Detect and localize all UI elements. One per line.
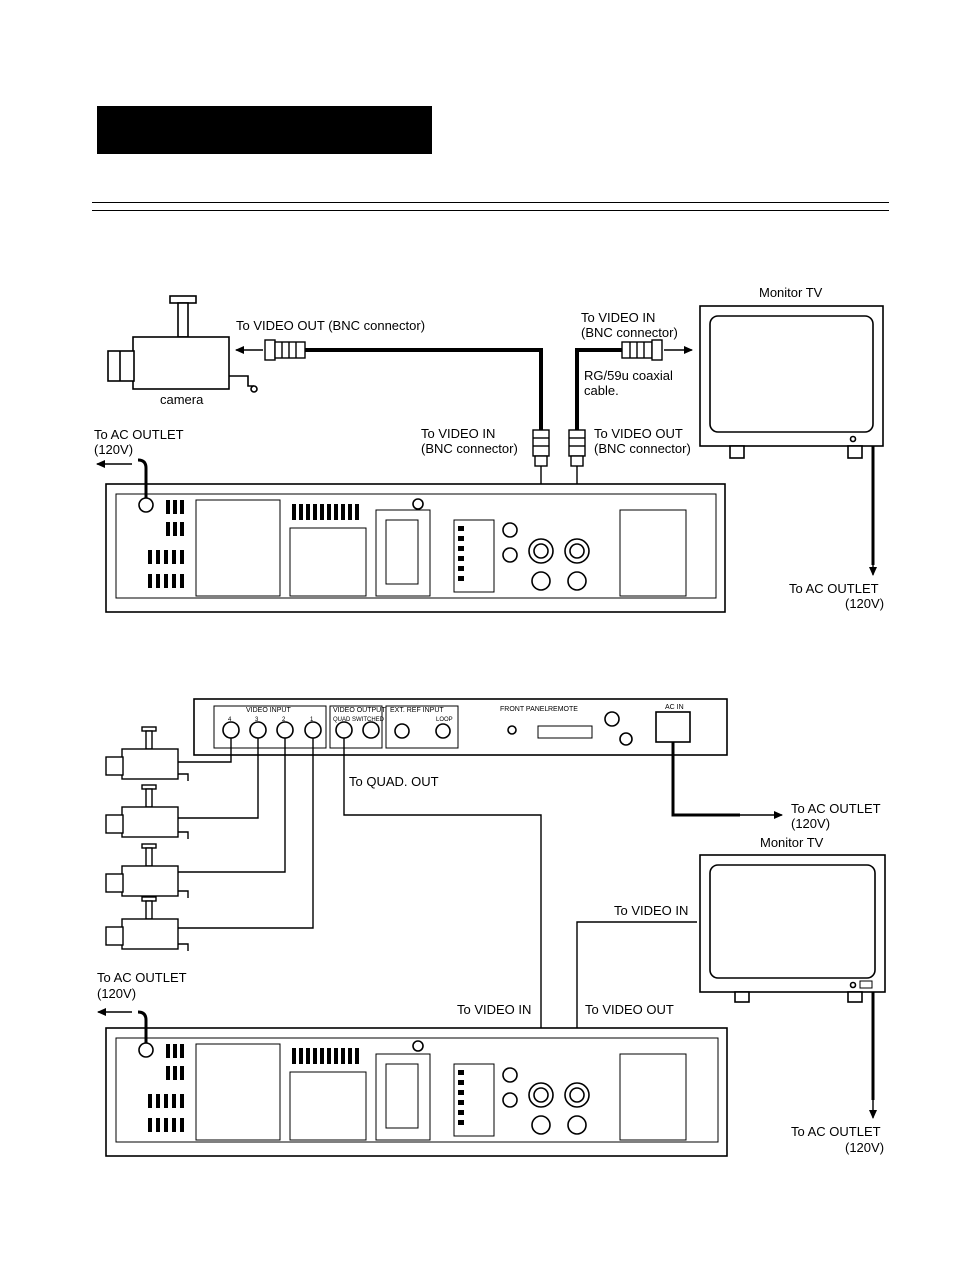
multiplexer-rear-panel	[193, 698, 728, 756]
to-video-out-label: To VIDEO OUT	[594, 426, 683, 441]
section-title-bar	[97, 106, 432, 154]
camera-icon	[105, 784, 189, 839]
to-video-in-bnc-label: (BNC connector)	[421, 441, 518, 456]
monitor-tv-icon	[699, 305, 884, 459]
ac-outlet-left-label: To AC OUTLET	[97, 970, 187, 985]
coax-cable-label-2: cable.	[584, 383, 619, 398]
panel-remote-label: REMOTE	[548, 706, 578, 713]
diagram-2: VIDEO INPUT VIDEO OUTPUT QUAD SWITCHED E…	[97, 698, 886, 1157]
to-video-out-label: To VIDEO OUT	[585, 1002, 674, 1017]
monitor-tv-label: Monitor TV	[760, 835, 824, 850]
multiplexer-panel-labels: VIDEO INPUT VIDEO OUTPUT QUAD SWITCHED E…	[228, 704, 684, 723]
input-number-2: 2	[282, 717, 286, 723]
bnc-connector-top-label: (BNC connector)	[581, 325, 678, 340]
input-number-1: 1	[310, 717, 314, 723]
multiplexer-power-cord	[671, 742, 740, 817]
header-rule-bottom	[92, 210, 889, 211]
header-rule-top	[92, 202, 889, 203]
monitor-tv-icon	[699, 854, 886, 1003]
vcr-vent-slots	[148, 1044, 464, 1132]
camera-cables	[178, 738, 314, 929]
coax-cable-label: RG/59u coaxial	[584, 368, 673, 383]
camera-icon	[105, 726, 189, 781]
ac-outlet-left-voltage: (120V)	[94, 442, 133, 457]
ac-outlet-top-label: To AC OUTLET	[791, 801, 881, 816]
ac-outlet-left-voltage: (120V)	[97, 986, 136, 1001]
panel-switched-label: SWITCHED	[352, 717, 385, 723]
camera-icon	[105, 843, 189, 898]
vcr-rear-panel	[105, 483, 726, 613]
to-video-in-top-label: To VIDEO IN	[581, 310, 655, 325]
bnc-connector-icon	[264, 339, 306, 361]
panel-video-output-label: VIDEO OUTPUT	[333, 707, 386, 714]
to-video-in-label: To VIDEO IN	[457, 1002, 531, 1017]
to-video-out-bnc-label: To VIDEO OUT (BNC connector)	[236, 318, 425, 333]
camera-icon	[107, 295, 258, 393]
input-number-3: 3	[255, 717, 259, 723]
ac-outlet-right-label: To AC OUTLET	[789, 581, 879, 596]
input-number-4: 4	[228, 717, 232, 723]
ac-outlet-top-voltage: (120V)	[791, 816, 830, 831]
ac-outlet-right-voltage: (120V)	[845, 1140, 884, 1155]
ac-outlet-left-label: To AC OUTLET	[94, 427, 184, 442]
ac-outlet-right-voltage: (120V)	[845, 596, 884, 611]
camera-label: camera	[160, 392, 204, 407]
ac-outlet-right-label: To AC OUTLET	[791, 1124, 881, 1139]
vcr-vent-slots	[148, 500, 464, 588]
panel-ext-ref-label: EXT. REF INPUT	[390, 707, 444, 714]
bnc-connector-icon	[532, 429, 586, 467]
coax-cable-monitor	[575, 348, 622, 430]
vcr-rear-panel	[105, 1027, 728, 1157]
coax-cable-camera	[305, 348, 543, 430]
panel-ac-in-label: AC IN	[665, 704, 684, 711]
to-video-out-bnc-label: (BNC connector)	[594, 441, 691, 456]
to-quad-out-label: To QUAD. OUT	[349, 774, 439, 789]
panel-quad-label: QUAD	[333, 717, 351, 723]
vcr-power-cord	[137, 458, 148, 498]
camera-icon	[105, 896, 189, 951]
panel-front-panel-label: FRONT PANEL	[500, 706, 548, 713]
quad-out-cable	[343, 738, 542, 1085]
vcr-power-cord	[137, 1010, 148, 1043]
panel-video-input-label: VIDEO INPUT	[246, 707, 291, 714]
monitor-tv-label: Monitor TV	[759, 285, 823, 300]
to-video-in-label: To VIDEO IN	[421, 426, 495, 441]
bnc-connector-icon	[621, 339, 663, 361]
diagram-1: camera To VIDEO OUT (BNC connector) To V…	[94, 285, 884, 613]
panel-loop-label: LOOP	[436, 717, 453, 723]
to-video-in-right-label: To VIDEO IN	[614, 903, 688, 918]
